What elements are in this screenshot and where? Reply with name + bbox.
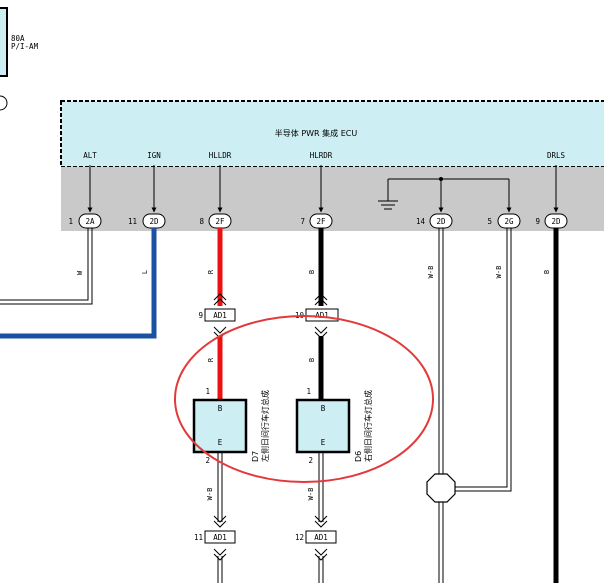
- conn-2d-drls: 2D: [551, 217, 561, 226]
- conn-2a: 2A: [85, 217, 95, 226]
- signal-alt: ALT: [83, 151, 97, 160]
- terminal-gnd1: 2D 14: [416, 213, 453, 229]
- wire-label-gnd2: W-B: [495, 266, 503, 279]
- wire-right-mid: B: [308, 326, 328, 400]
- ecu-connector-strip: [61, 167, 604, 231]
- wire-label-left-mid: R: [207, 357, 215, 362]
- wire-alt: W: [0, 228, 93, 305]
- svg-text:E: E: [321, 438, 326, 447]
- fuse-box: [0, 7, 8, 77]
- ad1-right-bot: AD1 12: [295, 530, 337, 583]
- fuse-connector-arc: [0, 95, 8, 111]
- wire-right-upper: B: [308, 228, 324, 306]
- conn-2f-right: 2F: [316, 217, 326, 226]
- wire-ign: L: [0, 228, 157, 339]
- svg-text:B: B: [321, 404, 326, 413]
- ecu: 半导体 PWR 集成 ECU ALT IGN HLLDR HLRDR DRLS: [60, 100, 604, 231]
- lamp-right-name: 右侧日间行车灯总成: [363, 390, 373, 462]
- left-drl-lamp: 1 B E 2 D7 左侧日间行车灯总成: [192, 387, 270, 465]
- conn-2f-left: 2F: [215, 217, 225, 226]
- splice-point: [426, 473, 456, 503]
- wire-left-upper: R: [207, 228, 223, 306]
- svg-text:E: E: [218, 438, 223, 447]
- wire-label-right-upper: B: [308, 270, 316, 274]
- pin-14: 14: [416, 217, 426, 226]
- svg-text:AD1: AD1: [213, 311, 227, 320]
- terminal-ign: 2D 11: [128, 213, 166, 229]
- wire-label-drls: B: [543, 270, 551, 274]
- pin-11: 11: [128, 217, 137, 226]
- signal-arrows: [87, 165, 559, 213]
- wire-label-alt: W: [76, 270, 84, 275]
- svg-text:9: 9: [198, 311, 203, 320]
- pin-8: 8: [199, 217, 204, 226]
- ad1-left-bot: AD1 11: [194, 530, 236, 583]
- wire-label-left-lower: W-B: [206, 488, 214, 501]
- signal-hlrdr: HLRDR: [310, 151, 333, 160]
- terminal-gnd2: 2G 5: [487, 213, 521, 229]
- wire-label-ign: L: [141, 270, 149, 274]
- lamp-left-name: 左侧日间行车灯总成: [260, 390, 270, 462]
- signal-hlldr: HLLDR: [209, 151, 232, 160]
- svg-text:1: 1: [306, 387, 311, 396]
- ground-symbol: [378, 177, 512, 213]
- fuse-name: P/I-AM: [11, 42, 39, 51]
- svg-text:AD1: AD1: [314, 533, 328, 542]
- wire-label-right-mid: B: [308, 358, 316, 362]
- svg-text:2: 2: [308, 456, 313, 465]
- wire-right-lower: W-B: [307, 452, 328, 528]
- svg-text:1: 1: [205, 387, 210, 396]
- pin-5: 5: [487, 217, 492, 226]
- ecu-box: [60, 100, 604, 168]
- wire-gnd1: W-B: [427, 228, 444, 583]
- svg-text:B: B: [218, 404, 223, 413]
- wire-label-gnd1: W-B: [427, 266, 435, 279]
- ad1-left-top: AD1 9: [198, 293, 236, 322]
- terminal-drls: 2D 9: [535, 213, 568, 229]
- terminal-hlrdr: 2F 7: [300, 213, 333, 229]
- highlight-ellipse: [174, 315, 434, 483]
- fuse-block: 80A P/I-AM: [0, 7, 39, 111]
- terminal-alt: 2A 1: [68, 213, 102, 229]
- signal-drls: DRLS: [547, 151, 566, 160]
- conn-2g: 2G: [504, 217, 514, 226]
- svg-text:AD1: AD1: [315, 311, 329, 320]
- right-drl-lamp: 1 B E 2 D6 右侧日间行车灯总成: [295, 387, 373, 465]
- wire-drls: B: [543, 228, 559, 583]
- lamp-left-code: D7: [251, 451, 260, 462]
- fuse-rating: 80A: [11, 34, 25, 43]
- wire-gnd2: W-B: [446, 228, 512, 492]
- pin-1: 1: [68, 217, 73, 226]
- wire-label-left-upper: R: [207, 269, 215, 274]
- ecu-title: 半导体 PWR 集成 ECU: [275, 128, 358, 138]
- pin-7: 7: [300, 217, 305, 226]
- svg-text:2: 2: [205, 456, 210, 465]
- svg-text:AD1: AD1: [213, 533, 227, 542]
- conn-2d-gnd: 2D: [436, 217, 446, 226]
- svg-text:12: 12: [295, 533, 304, 542]
- pin-9: 9: [535, 217, 540, 226]
- wire-label-right-lower: W-B: [307, 488, 315, 501]
- terminal-hlldr: 2F 8: [199, 213, 232, 229]
- svg-text:11: 11: [194, 533, 203, 542]
- conn-2d: 2D: [149, 217, 159, 226]
- lamp-right-code: D6: [354, 451, 363, 462]
- signal-ign: IGN: [147, 151, 161, 160]
